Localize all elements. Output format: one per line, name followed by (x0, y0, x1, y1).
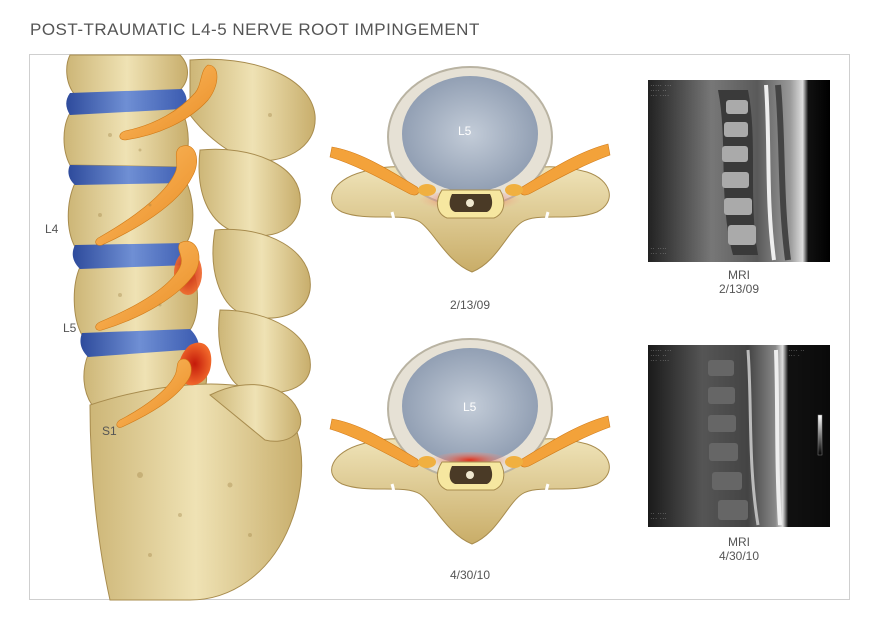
mri-bottom-title: MRI (728, 535, 750, 549)
mri-image-bottom: ..... ....... ..... .... .... ..... . ..… (648, 345, 830, 527)
lateral-spine-illustration (63, 54, 316, 601)
mri-image-top: ..... ....... ..... .... .. ....... ... (648, 80, 830, 262)
mri-top-title: MRI (728, 268, 750, 282)
axial-bottom-vertebra-label: L5 (463, 400, 477, 414)
axial-bottom-date: 4/30/10 (449, 568, 491, 582)
axial-top-vertebra-label: L5 (458, 124, 472, 138)
page-title: POST-TRAUMATIC L4-5 NERVE ROOT IMPINGEME… (30, 20, 480, 39)
axial-top-date: 2/13/09 (449, 298, 491, 312)
mri-top-label: MRI 2/13/09 (689, 268, 789, 296)
axial-view-bottom (329, 338, 611, 545)
figure-frame (29, 54, 850, 600)
mri-bottom-label: MRI 4/30/10 (689, 535, 789, 563)
axial-view-top (329, 66, 611, 273)
mri-top-date: 2/13/09 (718, 282, 760, 296)
spine-label-s1: S1 (102, 424, 117, 438)
mri-bottom-date: 4/30/10 (718, 549, 760, 563)
spine-label-l4: L4 (45, 222, 59, 236)
spine-label-l5: L5 (63, 321, 77, 335)
